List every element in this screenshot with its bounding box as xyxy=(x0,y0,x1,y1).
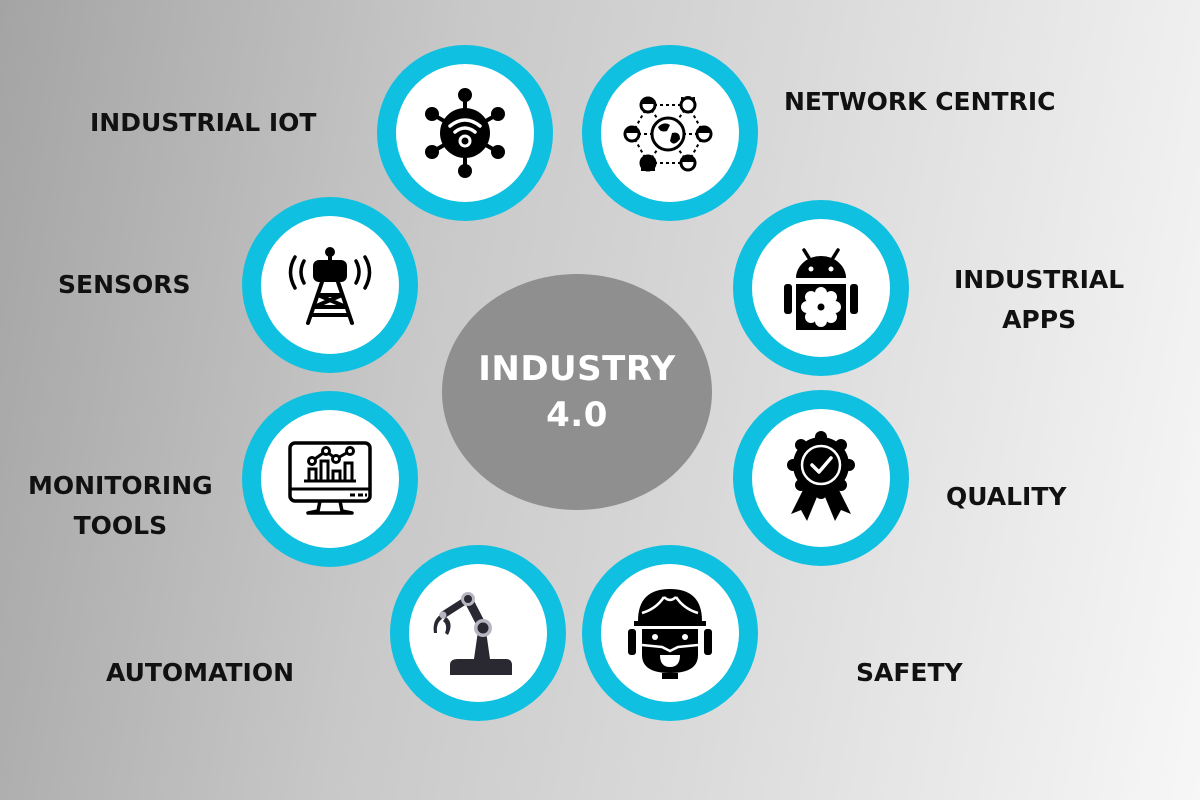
node-network-centric xyxy=(582,45,758,221)
node-industrial-iot xyxy=(377,45,553,221)
label-network-centric: NETWORK CENTRIC xyxy=(784,87,1056,116)
node-automation xyxy=(390,545,566,721)
monitor-chart-icon xyxy=(288,441,372,515)
node-sensors xyxy=(242,197,418,373)
label-monitoring-tools-line2: TOOLS xyxy=(73,511,168,540)
network-hub-wifi-icon xyxy=(425,88,505,178)
node-industrial-apps xyxy=(733,200,909,376)
globe-network-people-icon xyxy=(623,96,713,172)
label-monitoring-tools: MONITORING TOOLS xyxy=(28,466,213,546)
label-industrial-apps-line2: APPS xyxy=(1002,305,1077,334)
award-ribbon-check-icon xyxy=(787,431,855,521)
label-automation: AUTOMATION xyxy=(106,658,295,687)
label-industrial-apps-line1: INDUSTRIAL xyxy=(954,265,1125,294)
label-safety: SAFETY xyxy=(856,658,963,687)
safety-helmet-worker-icon xyxy=(628,589,712,679)
label-sensors: SENSORS xyxy=(58,270,191,299)
node-monitoring-tools xyxy=(242,391,418,567)
node-quality xyxy=(733,390,909,566)
radio-tower-icon xyxy=(288,247,372,325)
center-title-line2: 4.0 xyxy=(546,395,608,435)
center-hub: INDUSTRY 4.0 xyxy=(442,274,712,510)
center-title-line1: INDUSTRY xyxy=(478,349,676,389)
label-industrial-apps: INDUSTRIAL APPS xyxy=(954,260,1124,340)
label-monitoring-tools-line1: MONITORING xyxy=(28,471,213,500)
robotic-arm-icon xyxy=(433,592,512,675)
android-gear-icon xyxy=(784,248,858,330)
node-safety xyxy=(582,545,758,721)
label-industrial-iot: INDUSTRIAL IOT xyxy=(90,108,317,137)
label-quality: QUALITY xyxy=(946,482,1067,511)
